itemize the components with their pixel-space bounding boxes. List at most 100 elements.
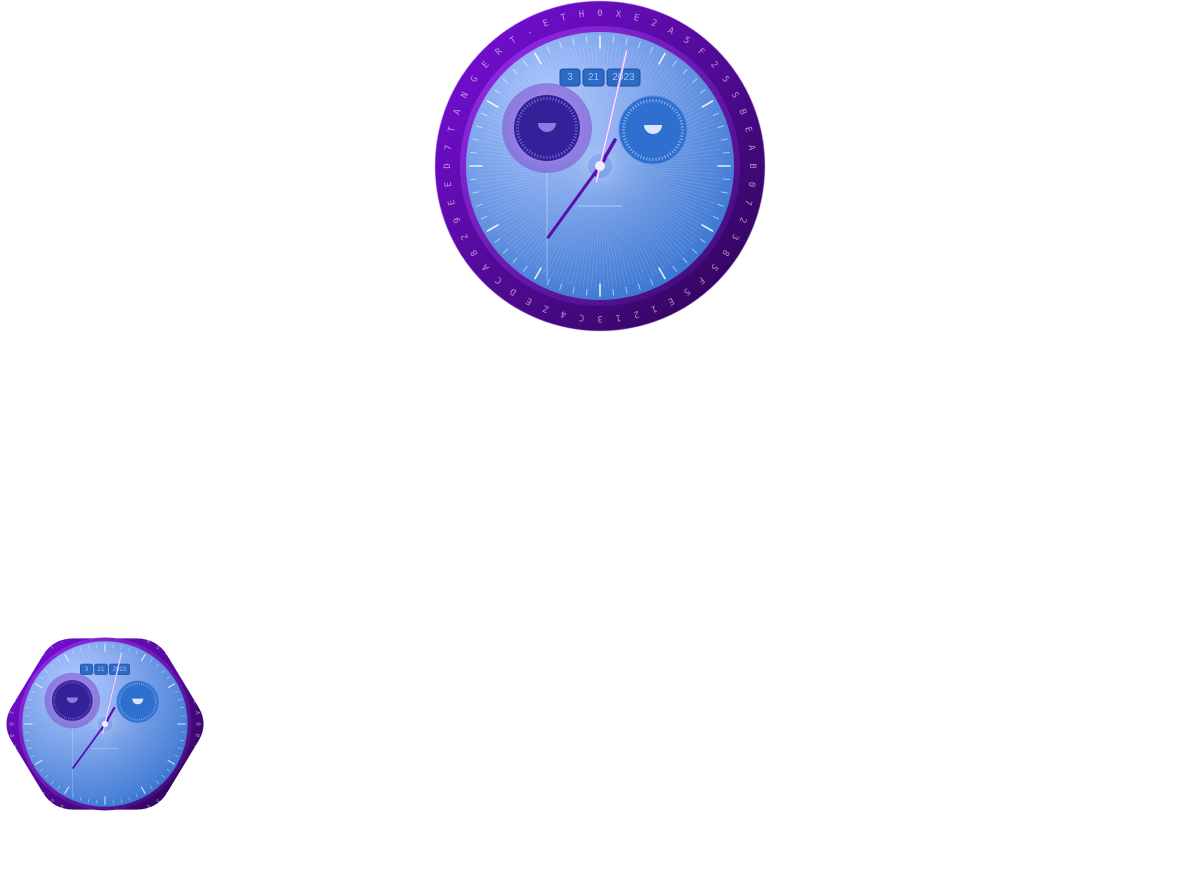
- bezel-character: A: [15, 688, 22, 694]
- bezel-character: 2: [171, 659, 178, 665]
- bezel-character: E: [70, 634, 75, 641]
- bezel-character: A: [666, 26, 676, 38]
- bezel-character: 8: [469, 247, 480, 257]
- date-day: 21: [98, 666, 105, 673]
- bezel-character: 7: [10, 711, 16, 715]
- bezel-character: 2: [736, 216, 747, 225]
- bezel-character: S: [184, 678, 191, 684]
- bezel-character: R: [494, 46, 505, 57]
- bezel-character: A: [194, 711, 200, 716]
- bezel-character: 5: [681, 35, 691, 46]
- bezel-character: 7: [444, 144, 455, 151]
- bezel-character: D: [9, 722, 15, 725]
- bezel-character: 2: [708, 60, 719, 71]
- bezel-character: B: [747, 163, 757, 168]
- bezel-character: E: [145, 803, 151, 810]
- bezel-character: D: [443, 163, 453, 168]
- bezel-character: 2: [633, 308, 641, 319]
- bezel-character: E: [633, 13, 641, 24]
- bezel-character: 5: [171, 782, 178, 788]
- bezel-character: 3: [103, 814, 106, 820]
- bezel-character: T: [560, 13, 568, 24]
- bezel-character: 0: [194, 733, 200, 737]
- bezel-character: F: [695, 274, 706, 285]
- bezel-character: 5: [155, 797, 161, 804]
- bezel-character: 2: [125, 811, 130, 818]
- left-moon-phase: [538, 123, 556, 132]
- bezel-character: Z: [69, 807, 75, 814]
- bezel-character: F: [695, 47, 706, 58]
- bezel-character: E: [525, 295, 534, 306]
- minute-ticks: [24, 643, 186, 805]
- bezel-character: R: [40, 651, 47, 658]
- bezel-character: 7: [742, 199, 753, 207]
- bezel-character: 0: [746, 181, 757, 188]
- bezel-character: 9: [15, 754, 22, 759]
- bezel-character: D: [509, 285, 519, 296]
- bezel-character: 5: [719, 75, 730, 85]
- bezel-character: A: [145, 639, 151, 646]
- right-subdial-ticks: [622, 99, 684, 161]
- bezel-character: A: [452, 107, 463, 116]
- bezel-character: 0: [597, 9, 602, 19]
- bezel-character: G: [469, 75, 480, 85]
- bezel-character: 2: [460, 232, 471, 241]
- date-month: 3: [85, 666, 89, 673]
- bezel-character: X: [615, 10, 622, 21]
- center-pin: [595, 161, 605, 171]
- bezel-character: T: [49, 644, 56, 651]
- bezel-character: 7: [192, 744, 199, 749]
- date-year: 2023: [612, 72, 635, 83]
- bezel-character: 9: [452, 216, 463, 225]
- bezel-character: Z: [541, 302, 550, 313]
- bezel-character: E: [444, 181, 455, 188]
- bezel-character: 3: [184, 764, 191, 770]
- bezel-character: E: [32, 659, 39, 665]
- bezel-character: 3: [597, 313, 602, 323]
- bezel-character: B: [736, 108, 747, 117]
- right-moon-phase: [132, 698, 144, 705]
- bezel-character: B: [195, 722, 201, 726]
- bezel-character: 2: [20, 764, 27, 770]
- bezel-character: X: [114, 629, 119, 635]
- bezel-character: 3: [729, 232, 740, 241]
- bezel-character: .: [525, 26, 534, 37]
- bezel-character: 5: [155, 644, 161, 651]
- date-window-month: [559, 68, 581, 87]
- right-subdial-ticks: [118, 682, 157, 721]
- right-moon-phase: [644, 125, 662, 134]
- bezel-character: 8: [25, 774, 32, 780]
- bezel-character: H: [578, 10, 585, 21]
- bezel-character: E: [666, 295, 675, 306]
- bezel-character: A: [480, 261, 491, 272]
- bezel-character: D: [49, 797, 55, 804]
- bezel-character: G: [25, 668, 32, 674]
- bezel-character: E: [542, 18, 551, 29]
- bezel-character: 4: [80, 810, 85, 817]
- bezel-character: T: [12, 699, 19, 704]
- minute-hand: [546, 158, 607, 239]
- date-window-month: [79, 663, 93, 675]
- bezel-character: E: [742, 126, 753, 134]
- bezel-character: T: [447, 125, 458, 133]
- date-window-day: [94, 663, 108, 675]
- bezel-character: 1: [650, 302, 659, 313]
- left-moon-phase: [66, 697, 78, 703]
- bezel-character: N: [20, 678, 27, 684]
- bezel-character: 5: [681, 285, 691, 296]
- bezel-character: E: [481, 60, 492, 71]
- bezel-character: B: [188, 689, 195, 695]
- minute-hand: [72, 719, 109, 769]
- bezel-character: 2: [650, 18, 659, 29]
- left-subdial-ticks: [516, 97, 578, 159]
- bezel-character: S: [729, 91, 740, 100]
- date-month: 3: [567, 72, 573, 83]
- bezel-character: H: [92, 629, 96, 635]
- bezel-character: 0: [103, 628, 106, 634]
- center-pin: [101, 720, 109, 728]
- left-subdial-ticks: [53, 681, 92, 720]
- bezel-character: 2: [135, 634, 140, 641]
- bezel-character: 2: [188, 754, 195, 759]
- bezel-character: A: [32, 782, 39, 789]
- bezel-character: F: [163, 790, 170, 797]
